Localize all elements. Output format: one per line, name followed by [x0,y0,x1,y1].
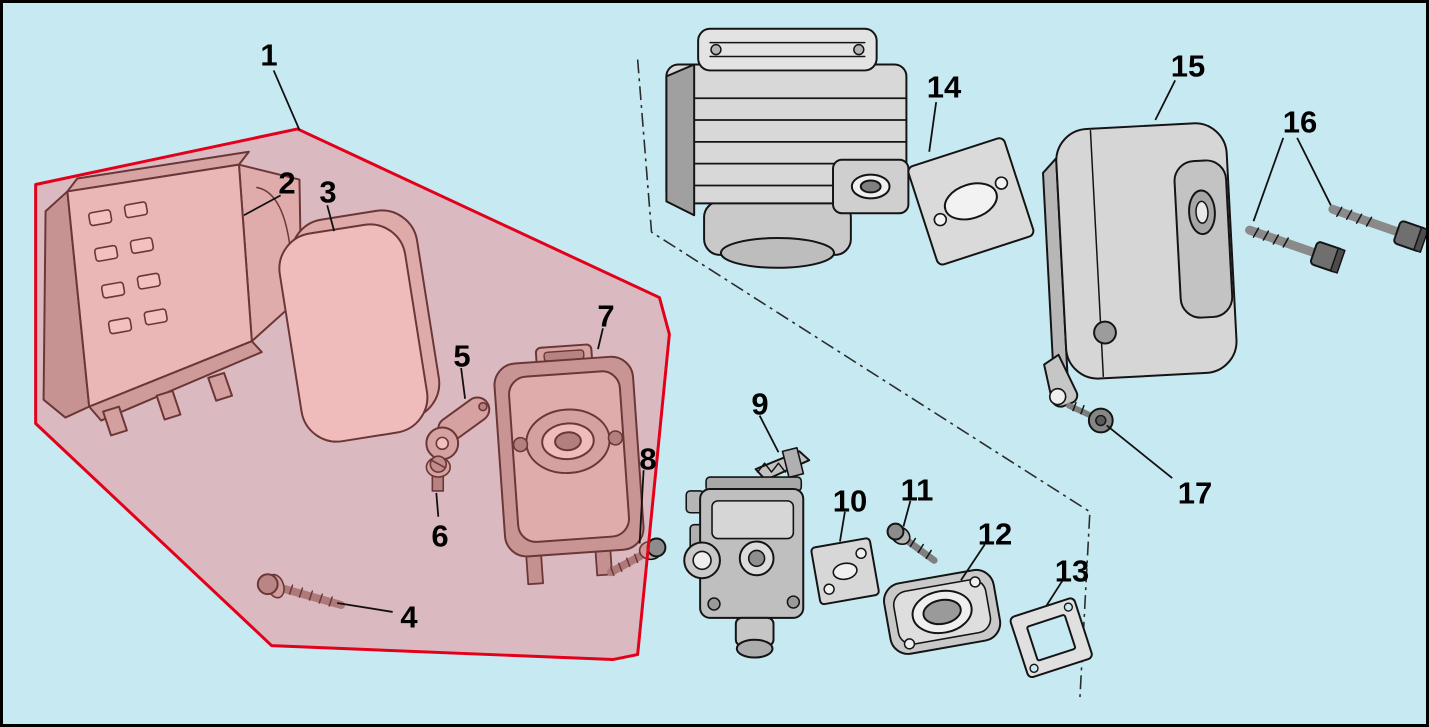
part-label-15: 15 [1170,48,1206,84]
part-cylinder-assembly [665,27,910,269]
leader-line-5 [460,367,466,399]
part-label-6: 6 [431,518,449,554]
part-screw-6 [425,455,451,492]
part-label-10: 10 [832,483,868,519]
leader-line-9 [758,415,780,453]
part-label-8: 8 [639,441,657,477]
leader-line-4 [336,602,393,613]
leader-line-16 [1252,137,1285,222]
part-label-7: 7 [597,298,615,334]
part-label-14: 14 [926,69,962,105]
part-label-2: 2 [278,165,296,201]
part-bolt-4 [256,573,346,609]
part-air-filter-element [278,209,441,443]
part-bolt-16a [1245,225,1346,274]
part-exhaust-gasket [1009,597,1093,679]
part-choke-lever [425,396,491,461]
part-label-9: 9 [751,386,769,422]
part-carburetor-gasket [810,537,880,606]
leader-line-16 [1296,137,1332,206]
leader-line-1 [272,70,301,131]
highlight-region-assembly-1 [34,127,671,662]
part-label-3: 3 [319,174,337,210]
parts-illustrations [42,27,1426,679]
part-screw-17 [1066,401,1114,434]
construction-lines [636,59,1091,698]
part-carburetor [683,446,811,659]
part-label-13: 13 [1054,553,1090,589]
part-label-5: 5 [453,338,471,374]
construction-line-1 [636,59,1091,698]
part-label-17: 17 [1177,475,1213,511]
leader-line-14 [928,102,938,152]
part-label-4: 4 [400,599,418,635]
part-label-11: 11 [900,472,934,508]
leader-line-12 [960,543,986,581]
part-intake-insulator [883,568,1002,655]
part-air-filter-cover [42,150,303,437]
leader-line-15 [1154,79,1176,121]
part-label-16: 16 [1282,104,1318,140]
leader-line-7 [597,328,604,350]
part-muffler-gasket [907,137,1035,266]
part-label-12: 12 [977,516,1013,552]
part-bolt-16b [1328,204,1426,253]
leader-lines [243,70,1332,613]
cover-vent-slots [88,201,168,335]
part-muffler [1042,122,1238,408]
leader-line-2 [243,194,282,217]
part-air-filter-base [493,343,645,586]
part-label-1: 1 [260,37,278,73]
leader-line-3 [326,205,336,232]
leader-line-8 [638,470,645,544]
leader-line-6 [435,492,440,517]
leader-line-13 [1045,580,1063,607]
leader-line-10 [839,511,846,542]
part-bolt-11 [886,522,938,564]
leader-line-17 [1106,424,1173,479]
leader-line-11 [902,500,912,527]
exploded-view-diagram [34,27,1426,698]
